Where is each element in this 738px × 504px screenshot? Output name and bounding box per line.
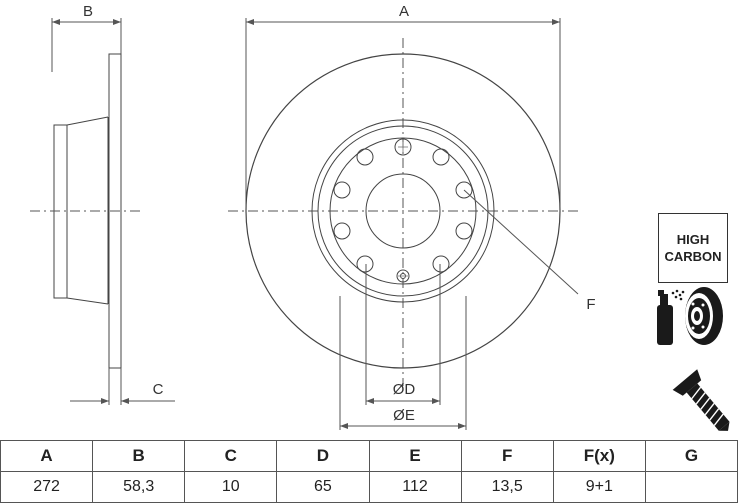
dim-label-e: ØE (393, 407, 415, 424)
value-cell-e: 112 (368, 471, 462, 503)
header-cell-g: G (644, 440, 738, 472)
cleaner-spray-icon (657, 287, 723, 345)
header-cell-d: D (276, 440, 370, 472)
header-cell-b: B (92, 440, 186, 472)
dim-label-c: C (153, 381, 164, 398)
header-cell-a: A (0, 440, 94, 472)
bolt-icon (672, 369, 730, 431)
dim-label-b: B (83, 3, 93, 20)
specification-table: A B C D E F F(x) G 272 58,3 10 65 112 13… (0, 440, 738, 503)
dim-label-d: ØD (393, 381, 416, 398)
header-cell-fx: F(x) (552, 440, 646, 472)
value-cell-fx: 9+1 (552, 471, 646, 503)
disc-front-view (228, 18, 579, 430)
header-cell-f: F (460, 440, 554, 472)
table-values-row: 272 58,3 10 65 112 13,5 9+1 (0, 471, 738, 503)
value-cell-d: 65 (276, 471, 370, 503)
dim-label-f: F (586, 296, 595, 313)
header-cell-c: C (184, 440, 278, 472)
badge-line-1: HIGH (676, 232, 710, 247)
high-carbon-badge: HIGH CARBON (658, 213, 728, 283)
header-cell-e: E (368, 440, 462, 472)
value-cell-b: 58,3 (92, 471, 186, 503)
bolt-holes (333, 138, 473, 283)
value-cell-g (644, 471, 738, 503)
value-cell-a: 272 (0, 471, 94, 503)
disc-side-view (30, 18, 175, 405)
dim-label-a: A (399, 3, 409, 20)
value-cell-c: 10 (184, 471, 278, 503)
brake-disc-drawing: B A C ØD ØE F (30, 3, 730, 431)
table-header-row: A B C D E F F(x) G (0, 440, 738, 472)
badge-line-2: CARBON (664, 249, 722, 264)
value-cell-f: 13,5 (460, 471, 554, 503)
